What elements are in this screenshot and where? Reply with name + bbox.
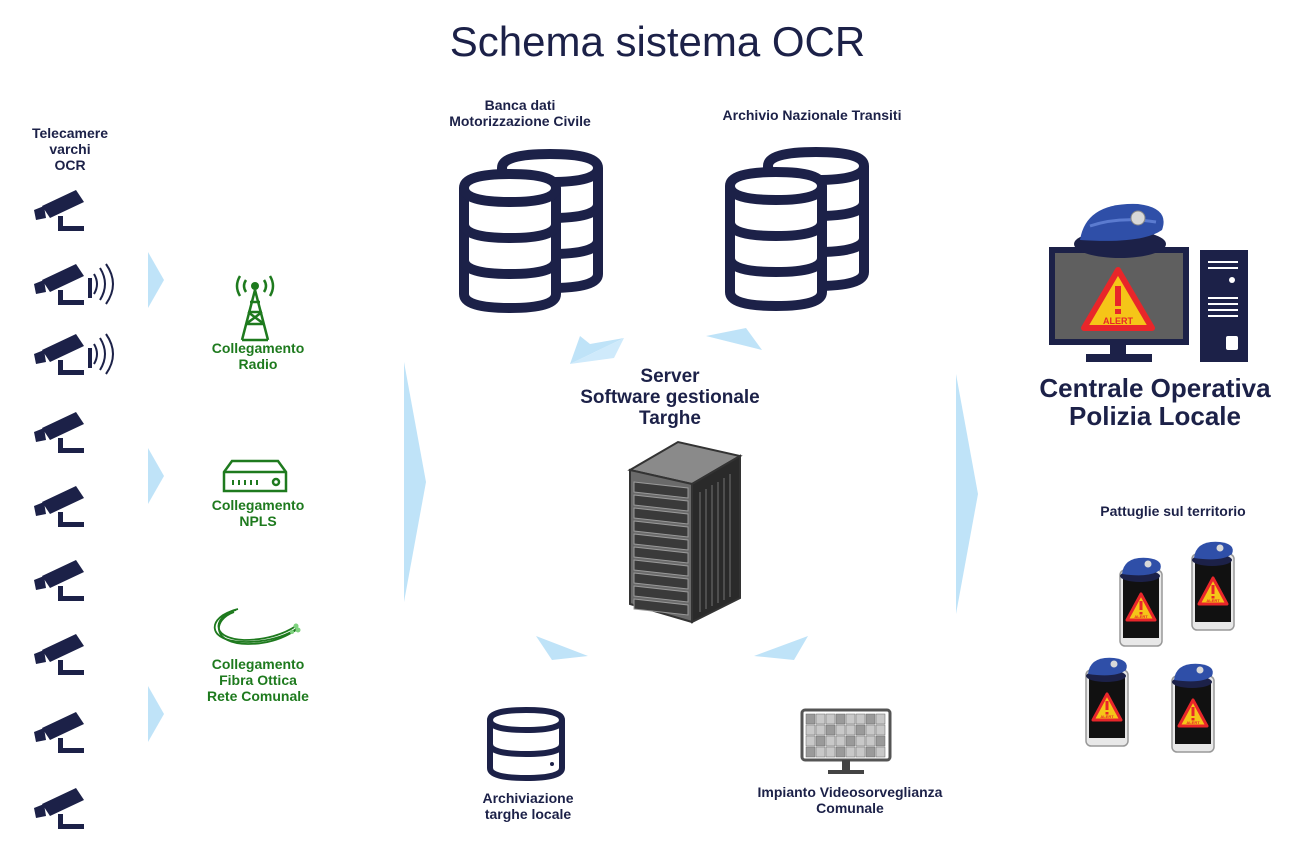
video-tile bbox=[805, 724, 816, 736]
video-tile bbox=[865, 713, 876, 725]
patrols-label: Pattuglie sul territorio bbox=[1100, 503, 1246, 519]
rack-unit bbox=[633, 533, 689, 551]
alert-text: ALERT bbox=[1186, 720, 1200, 725]
patrol-phone-icon: ALERT bbox=[1085, 657, 1129, 747]
video-tile bbox=[815, 724, 826, 736]
radio-tower-icon bbox=[235, 275, 275, 342]
arrow-diagonal-icon bbox=[754, 636, 808, 660]
rack-unit bbox=[633, 546, 689, 564]
video-tile bbox=[865, 724, 876, 736]
alert-text: ALERT bbox=[1100, 714, 1114, 719]
video-tile bbox=[845, 746, 856, 758]
video-tile bbox=[875, 713, 886, 725]
arrow-right-icon bbox=[956, 374, 978, 614]
database-icon bbox=[725, 146, 869, 312]
video-tile bbox=[825, 713, 836, 725]
video-tile bbox=[835, 735, 846, 747]
rack-unit bbox=[633, 520, 689, 538]
video-tile bbox=[805, 713, 816, 725]
video-tile bbox=[835, 724, 846, 736]
alert-text: ALERT bbox=[1134, 614, 1148, 619]
video-tile bbox=[815, 735, 826, 747]
rack-unit bbox=[633, 585, 689, 603]
video-tile bbox=[875, 735, 886, 747]
video-tile bbox=[825, 746, 836, 758]
video-tile bbox=[855, 746, 866, 758]
page-title: Schema sistema OCR bbox=[449, 18, 866, 65]
video-tile bbox=[875, 746, 886, 758]
wireless-camera-icon bbox=[34, 333, 114, 375]
camera-icon bbox=[34, 634, 84, 675]
control-room-workstation-icon: ALERT bbox=[1049, 203, 1248, 362]
db-transiti-label: Archivio Nazionale Transiti bbox=[722, 107, 902, 123]
video-tile bbox=[815, 746, 826, 758]
arrow-diagonal-icon bbox=[570, 336, 624, 364]
video-tile bbox=[825, 724, 836, 736]
rack-unit bbox=[633, 494, 689, 512]
server-rack-icon bbox=[627, 440, 743, 624]
video-tile bbox=[845, 735, 856, 747]
video-tile bbox=[855, 724, 866, 736]
arrow-diagonal-icon bbox=[536, 636, 588, 660]
fiber-optic-icon bbox=[213, 608, 301, 645]
video-tile bbox=[845, 713, 856, 725]
rack-unit bbox=[633, 559, 689, 577]
arrow-right-icon bbox=[148, 448, 164, 504]
cameras-label: Telecamere varchi OCR bbox=[31, 125, 108, 173]
centrale-title: Centrale Operativa Polizia Locale bbox=[1039, 373, 1271, 431]
video-tile bbox=[835, 713, 846, 725]
video-tile bbox=[805, 735, 816, 747]
video-tile bbox=[835, 746, 846, 758]
arrow-diagonal-icon bbox=[706, 328, 762, 350]
video-tile bbox=[875, 724, 886, 736]
video-tile bbox=[855, 713, 866, 725]
rack-unit bbox=[633, 481, 689, 499]
router-icon bbox=[222, 459, 288, 493]
arrow-right-icon bbox=[404, 362, 426, 602]
wireless-camera-icon bbox=[34, 263, 114, 305]
video-tile bbox=[845, 724, 856, 736]
arrow-right-icon bbox=[148, 252, 164, 308]
camera-icon bbox=[34, 788, 84, 829]
camera-icon bbox=[34, 190, 84, 231]
video-tile bbox=[825, 735, 836, 747]
alert-text: ALERT bbox=[1103, 316, 1133, 326]
patrol-phone-icon: ALERT bbox=[1119, 557, 1163, 647]
rack-unit bbox=[633, 572, 689, 590]
camera-icon bbox=[34, 412, 84, 453]
database-icon bbox=[487, 706, 565, 782]
video-tile bbox=[865, 746, 876, 758]
video-tile bbox=[815, 713, 826, 725]
patrol-phone-icon: ALERT bbox=[1191, 541, 1235, 631]
arrow-right-icon bbox=[148, 686, 164, 742]
video-tile bbox=[855, 735, 866, 747]
camera-icon bbox=[34, 486, 84, 527]
rack-unit bbox=[633, 598, 689, 616]
rack-unit bbox=[633, 507, 689, 525]
video-tile bbox=[865, 735, 876, 747]
patrol-phone-icon: ALERT bbox=[1171, 663, 1215, 753]
alert-text: ALERT bbox=[1206, 598, 1220, 603]
camera-icon bbox=[34, 712, 84, 753]
video-tile bbox=[805, 746, 816, 758]
camera-icon bbox=[34, 560, 84, 601]
database-icon bbox=[459, 148, 603, 314]
server-label: Server Software gestionale Targhe bbox=[580, 366, 760, 429]
video-wall-icon bbox=[800, 708, 892, 774]
